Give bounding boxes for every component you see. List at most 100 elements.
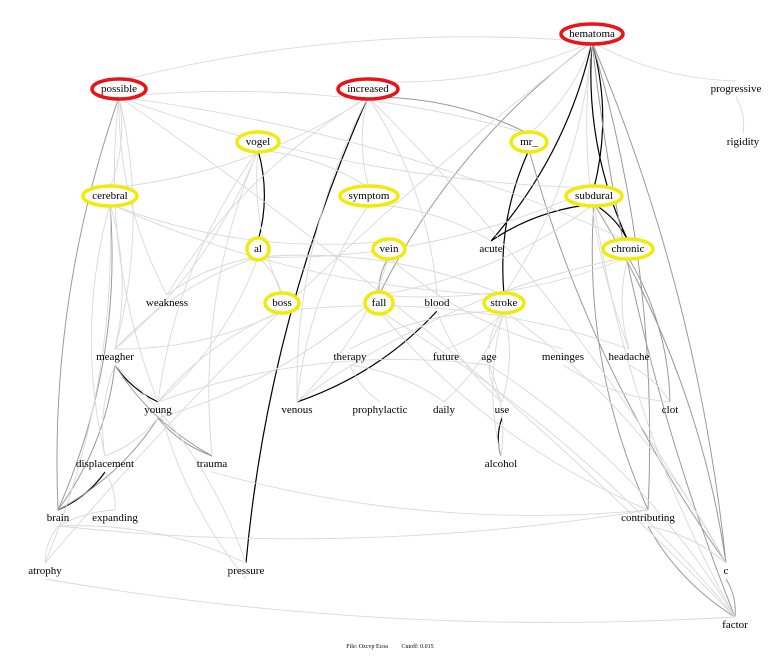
edge-contributing-factor [647,525,736,618]
edge-al-young [157,256,259,403]
edge-mr_-c [528,149,727,564]
edge-possible-meagher [114,96,134,350]
node-vein[interactable]: vein [380,243,399,255]
edge-hematoma-contributing [591,41,651,511]
edge-therapy-daily [349,364,445,403]
edge-cerebral-stroke [109,203,505,296]
edge-increased-venous [296,96,369,403]
edge-age-alcohol [488,364,504,457]
edge-therapy-prophylactic [349,364,381,403]
node-pressure[interactable]: pressure [228,565,265,577]
edge-displacement-expanding [104,471,116,511]
node-al[interactable]: al [254,243,262,255]
edge-increased-blood [367,96,438,296]
node-ring-subdural [564,184,624,208]
edge-al-stroke [257,254,505,296]
node-use[interactable]: use [495,404,510,416]
node-progressive[interactable]: progressive [711,83,762,95]
edge-displacement-brain [57,471,106,511]
edge-trauma-contributing [211,471,649,516]
node-ring-al [245,236,271,262]
edge-cerebral-brain [57,203,113,511]
edge-hematoma-subdural [591,41,604,189]
edge-meninges-clot [562,364,671,403]
node-headache[interactable]: headache [609,351,650,363]
edge-contributing-c [647,525,727,564]
node-prophylactic[interactable]: prophylactic [353,404,408,416]
edge-young-fall [157,294,380,419]
node-future[interactable]: future [433,351,459,363]
node-subdural[interactable]: subdural [575,190,613,202]
node-expanding[interactable]: expanding [92,512,138,524]
node-acute[interactable]: acute [479,243,502,255]
node-therapy[interactable]: therapy [334,351,367,363]
node-atrophy[interactable]: atrophy [28,565,62,577]
edge-hematoma-chronic [590,41,629,242]
node-displacement[interactable]: displacement [76,458,134,470]
node-mr_[interactable]: mr_ [520,136,538,148]
edge-brain-pressure [57,525,247,564]
edge-hematoma-progressive [591,41,737,82]
node-daily[interactable]: daily [433,404,455,416]
node-c[interactable]: c [724,565,729,577]
edge-increased-pressure [245,96,369,564]
node-alcohol[interactable]: alcohol [485,458,517,470]
node-ring-vein [371,237,407,261]
edge-hematoma-factor [591,41,736,618]
edge-vogel-trauma [208,149,259,457]
edge-age-factor [488,364,736,618]
edge-atrophy-factor [44,578,736,623]
node-factor[interactable]: factor [722,619,748,631]
node-weakness[interactable]: weakness [146,297,188,309]
node-possible[interactable]: possible [101,83,137,95]
edge-possible-cerebral [109,96,123,189]
edge-hematoma-acute [490,41,593,242]
edge-vogel-symptom [257,149,370,189]
node-fall[interactable]: fall [372,297,387,309]
edge-young-trauma [157,417,213,457]
footer-cutoff: Cutoff: 0.015 [401,644,434,650]
node-meagher[interactable]: meagher [96,351,134,363]
edge-increased-c [367,96,727,564]
edge-boss-headache [281,305,630,350]
edge-progressive-rigidity [735,96,745,135]
edge-young-displacement [104,417,159,457]
edge-possible-factor [118,96,736,618]
node-vogel[interactable]: vogel [246,136,270,148]
node-age[interactable]: age [481,351,496,363]
node-chronic[interactable]: chronic [612,243,645,255]
edge-stroke-c [503,310,727,564]
node-ring-cerebral [81,184,139,208]
edge-al-weakness [166,256,259,296]
edge-c-factor [725,578,736,618]
node-contributing[interactable]: contributing [621,512,675,524]
node-cerebral[interactable]: cerebral [92,190,127,202]
node-venous[interactable]: venous [281,404,312,416]
edge-hematoma-stroke [503,41,593,296]
edge-vogel-boss [256,149,283,296]
node-hematoma[interactable]: hematoma [569,28,615,40]
edge-hematoma-possible [118,36,593,82]
node-boss[interactable]: boss [272,297,292,309]
edge-al-meagher [114,256,259,350]
edge-stroke-use [501,310,510,403]
edge-headache-clot [628,364,671,403]
edge-chronic-headache [621,256,630,350]
edge-fall-contributing [378,310,649,511]
labels-layer: hematoma possible increased progressive rigi… [28,28,761,631]
node-meninges[interactable]: meninges [542,351,584,363]
node-young[interactable]: young [144,404,172,416]
node-blood[interactable]: blood [424,297,450,309]
footer-file: File: Ozcvp Ecoa [346,644,388,650]
node-clot[interactable]: clot [662,404,679,416]
node-increased[interactable]: increased [347,83,389,95]
node-trauma[interactable]: trauma [197,458,228,470]
edge-hematoma-increased [367,41,593,83]
node-brain[interactable]: brain [47,512,70,524]
edge-meagher-pressure [114,364,247,564]
edge-vein-venous [296,256,390,403]
node-ring-vogel [235,130,281,154]
node-stroke[interactable]: stroke [491,297,518,309]
node-rigidity[interactable]: rigidity [727,136,760,148]
node-symptom[interactable]: symptom [349,190,390,202]
